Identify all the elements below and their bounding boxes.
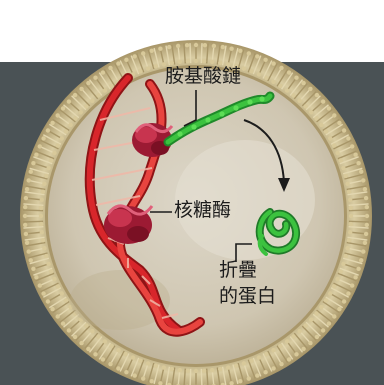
label-folded-protein-line1: 折疊 [219, 258, 257, 282]
label-ribosome: 核糖酶 [174, 198, 231, 222]
ribosome-lower [104, 206, 152, 244]
label-folded-protein-line2: 的蛋白 [219, 284, 276, 308]
label-amino-acid-chain: 胺基酸鏈 [165, 64, 241, 88]
